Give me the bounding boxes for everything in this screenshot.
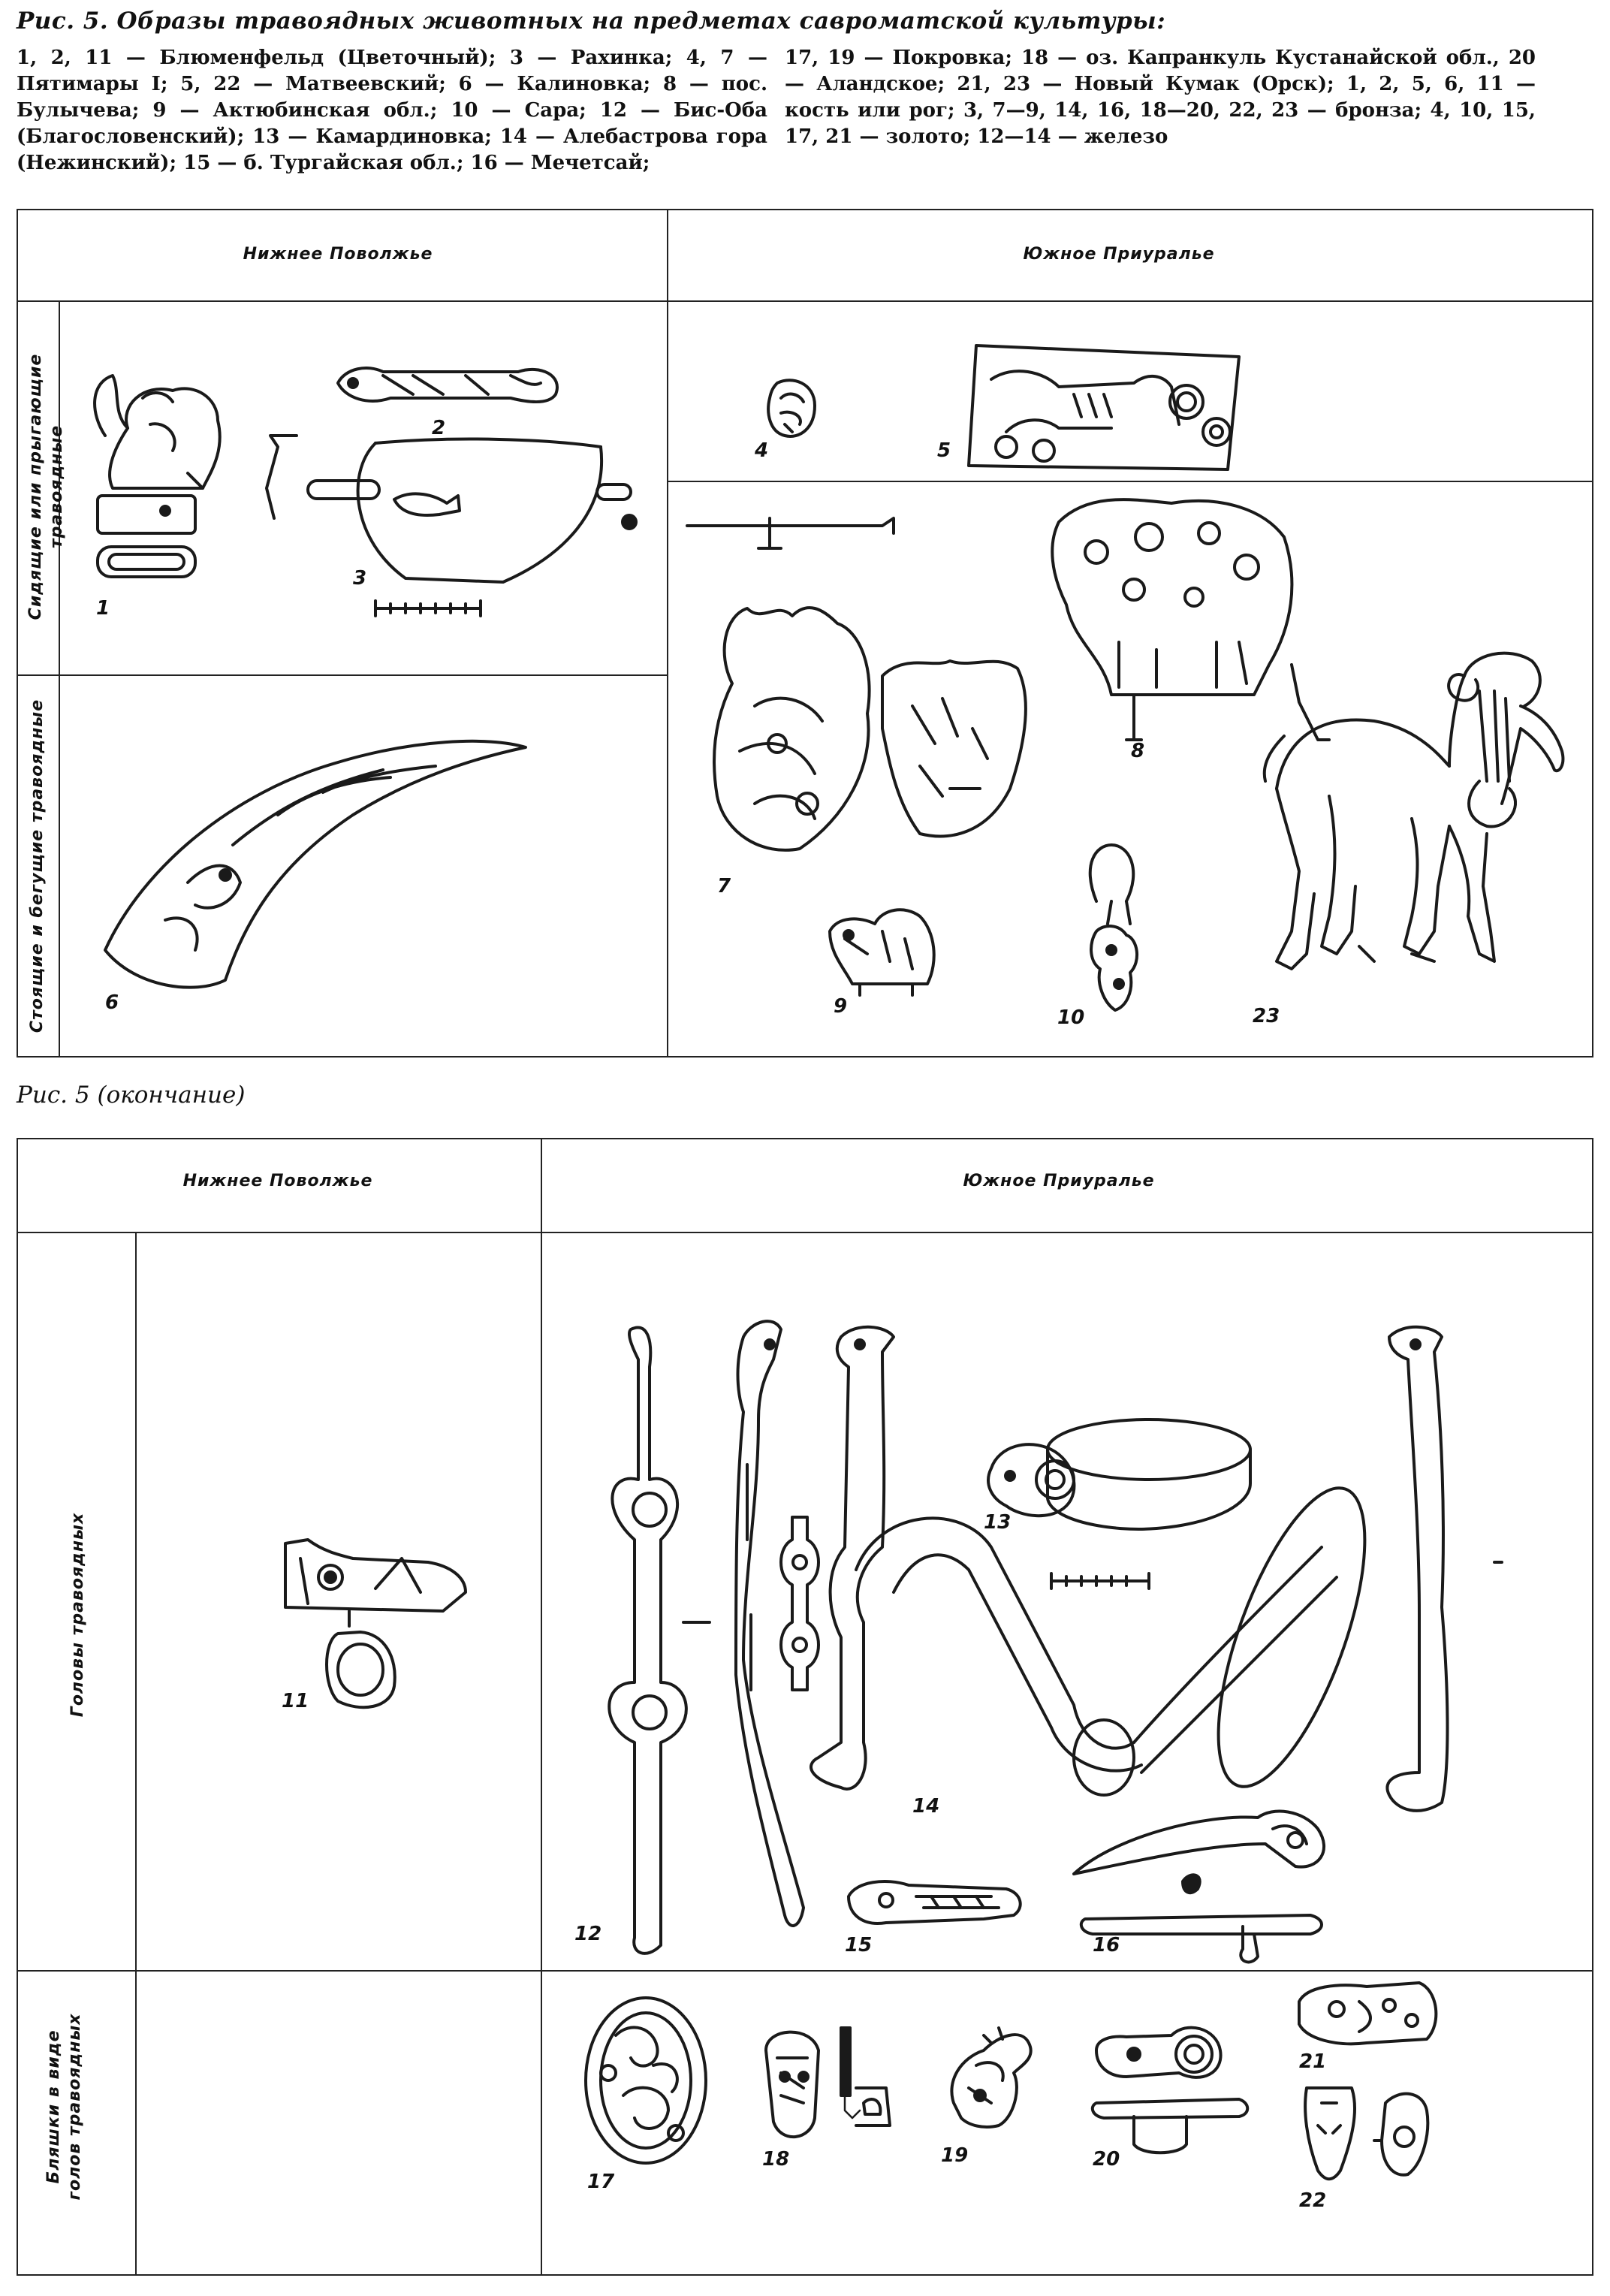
figure-number-1: 1: [96, 597, 110, 620]
artifact-12-rod-animal-head: [734, 1320, 805, 1927]
artifact-1-figurine: [93, 374, 222, 578]
artifact-11-bone-head: [284, 1538, 467, 1709]
figure-number-10: 10: [1057, 1006, 1085, 1029]
table2-frame: [17, 1138, 1593, 2276]
table1-row-divider-right: [667, 481, 1593, 482]
artifact-23-fantastic-animal: [1262, 651, 1565, 970]
figure-number-3: 3: [353, 567, 367, 590]
table2-rowlabel-divider: [135, 1232, 137, 2276]
figure-number-22: 22: [1299, 2189, 1327, 2212]
artifact-9-figurine: [828, 908, 936, 997]
table2-header-south-urals: Южное Приуралье: [963, 1172, 1155, 1190]
artifact-8-openwork-plaque: [1051, 498, 1331, 741]
artifact-17-gold-plaque: [584, 1996, 707, 2165]
table1-rowlabel-divider: [59, 300, 60, 1057]
artifact-22-bronze-heads: [1304, 2086, 1430, 2181]
figure-number-4: 4: [755, 439, 769, 462]
table1-frame: [17, 209, 1593, 1057]
artifact-16-bronze-curved: [1072, 1809, 1326, 1964]
table1-header-south-urals: Южное Приуралье: [1023, 245, 1215, 264]
artifact-12-iron-cheekpiece: [608, 1326, 711, 1955]
artifact-20-bronze-head: [1090, 2026, 1250, 2155]
table2-row-label-heads: Головы травоядных: [68, 1512, 87, 1718]
table2-row-label-head-plaques: Бляшки в виде голов травоядных: [44, 2013, 84, 2201]
table1-row-label-sitting: Сидящие или прыгающие травоядные: [26, 353, 66, 620]
figure-number-18: 18: [762, 2148, 790, 2171]
artifact-19-ram-head: [950, 2026, 1033, 2129]
figure-legend-left: 1, 2, 11 — Блюменфельд (Цветочный); 3 — …: [17, 47, 767, 174]
figure-number-23: 23: [1253, 1005, 1280, 1027]
artifact-3-vessel: [265, 434, 638, 617]
artifact-5-carved-plaque: [967, 344, 1241, 471]
artifact-7-plaque-front: [686, 517, 1027, 852]
artifact-18-bronze-head: [764, 2026, 891, 2139]
artifact-2-reclining-animal: [336, 367, 559, 403]
figure-number-15: 15: [845, 1934, 873, 1957]
table2-column-divider: [541, 1138, 542, 2276]
figure-number-6: 6: [105, 991, 119, 1014]
table1-header-lower-volga: Нижнее Поволжье: [243, 245, 433, 264]
figure-number-20: 20: [1093, 2148, 1120, 2171]
figure-number-16: 16: [1093, 1934, 1120, 1957]
figure-number-21: 21: [1299, 2050, 1327, 2073]
figure-number-19: 19: [941, 2144, 969, 2167]
artifact-15-gold-head: [847, 1880, 1022, 1925]
artifact-14-iron-bit: [810, 1325, 1503, 1812]
table1-row-label-standing: Стоящие и бегущие травоядные: [28, 698, 47, 1033]
artifact-21-gold-head: [1298, 1981, 1438, 2046]
figure-number-13: 13: [984, 1511, 1012, 1534]
artifact-10-gold-pendant: [1088, 843, 1139, 1012]
table2-header-lower-volga: Нижнее Поволжье: [182, 1172, 373, 1190]
table2-row-divider: [17, 1970, 1593, 1972]
figure-number-14: 14: [912, 1795, 940, 1818]
table2-header-divider: [17, 1232, 1593, 1233]
figure-number-8: 8: [1131, 740, 1145, 762]
artifact-13-ram-ring: [987, 1418, 1252, 1590]
table1-row-divider-left: [17, 674, 667, 676]
figure-number-12: 12: [574, 1923, 602, 1945]
figure-number-9: 9: [834, 995, 848, 1018]
figure-legend-right: 17, 19 — Покровка; 18 — оз. Капранкуль К…: [785, 47, 1536, 148]
artifact-4-small-plaque: [767, 379, 816, 438]
artifact-14-side-view-fragment: [779, 1516, 820, 1691]
figure-number-17: 17: [587, 2171, 615, 2193]
table1-column-divider: [667, 209, 668, 1057]
artifact-6-horn-cheekpiece: [104, 739, 527, 989]
figure-number-11: 11: [282, 1690, 309, 1712]
figure-number-7: 7: [717, 875, 731, 898]
figure-caption-continuation: Рис. 5 (окончание): [17, 1082, 246, 1109]
figure-number-2: 2: [432, 417, 446, 439]
figure-number-5: 5: [937, 439, 951, 462]
table1-header-divider: [17, 300, 1593, 302]
figure-caption-title: Рис. 5. Образы травоядных животных на пр…: [17, 8, 1166, 35]
